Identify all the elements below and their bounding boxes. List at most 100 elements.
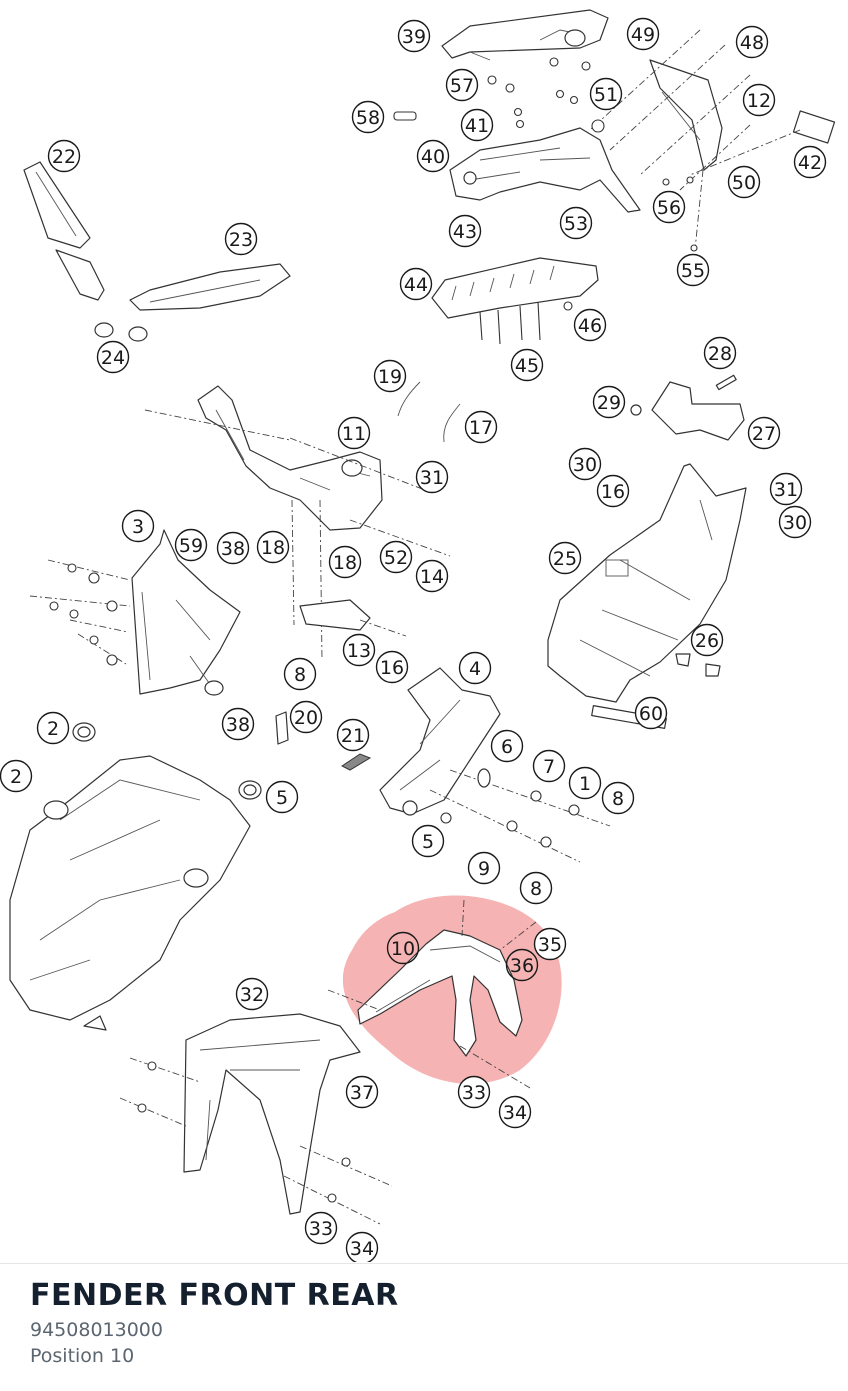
callout-43[interactable]: 43 bbox=[448, 214, 482, 248]
callout-32[interactable]: 32 bbox=[235, 977, 269, 1011]
callout-38[interactable]: 38 bbox=[216, 531, 250, 565]
callout-13[interactable]: 13 bbox=[342, 633, 376, 667]
callout-9[interactable]: 9 bbox=[467, 851, 501, 885]
callout-36[interactable]: 36 bbox=[505, 948, 539, 982]
svg-text:29: 29 bbox=[597, 392, 621, 414]
svg-text:21: 21 bbox=[341, 725, 365, 747]
callout-34[interactable]: 34 bbox=[345, 1231, 379, 1263]
callout-60[interactable]: 60 bbox=[634, 696, 668, 730]
callout-6[interactable]: 6 bbox=[490, 729, 524, 763]
callout-12[interactable]: 12 bbox=[742, 83, 776, 117]
callout-26[interactable]: 26 bbox=[690, 623, 724, 657]
callout-30[interactable]: 30 bbox=[568, 447, 602, 481]
callout-52[interactable]: 52 bbox=[379, 540, 413, 574]
callout-38[interactable]: 38 bbox=[221, 707, 255, 741]
svg-text:43: 43 bbox=[453, 221, 477, 243]
callout-40[interactable]: 40 bbox=[416, 139, 450, 173]
svg-text:2: 2 bbox=[47, 718, 59, 740]
callout-50[interactable]: 50 bbox=[727, 165, 761, 199]
callout-4[interactable]: 4 bbox=[458, 651, 492, 685]
callout-29[interactable]: 29 bbox=[592, 385, 626, 419]
svg-text:34: 34 bbox=[503, 1102, 527, 1124]
callout-56[interactable]: 56 bbox=[652, 190, 686, 224]
callout-25[interactable]: 25 bbox=[548, 541, 582, 575]
callout-7[interactable]: 7 bbox=[532, 749, 566, 783]
callout-10[interactable]: 10 bbox=[386, 931, 420, 965]
callout-3[interactable]: 3 bbox=[121, 509, 155, 543]
callout-48[interactable]: 48 bbox=[735, 25, 769, 59]
callout-21[interactable]: 21 bbox=[336, 718, 370, 752]
svg-text:57: 57 bbox=[450, 75, 474, 97]
svg-text:48: 48 bbox=[740, 32, 764, 54]
callout-18[interactable]: 18 bbox=[328, 545, 362, 579]
callout-16[interactable]: 16 bbox=[596, 474, 630, 508]
svg-text:41: 41 bbox=[465, 115, 489, 137]
svg-text:38: 38 bbox=[221, 538, 245, 560]
svg-text:3: 3 bbox=[132, 516, 144, 538]
callout-34[interactable]: 34 bbox=[498, 1095, 532, 1129]
svg-text:31: 31 bbox=[774, 479, 798, 501]
reflector-plate bbox=[792, 110, 836, 144]
callout-33[interactable]: 33 bbox=[457, 1075, 491, 1109]
callout-24[interactable]: 24 bbox=[96, 340, 130, 374]
callout-39[interactable]: 39 bbox=[397, 19, 431, 53]
callout-58[interactable]: 58 bbox=[351, 100, 385, 134]
callout-1[interactable]: 1 bbox=[568, 766, 602, 800]
callout-44[interactable]: 44 bbox=[399, 267, 433, 301]
callout-11[interactable]: 11 bbox=[337, 416, 371, 450]
callout-45[interactable]: 45 bbox=[510, 348, 544, 382]
clips-26 bbox=[675, 653, 721, 677]
callout-5[interactable]: 5 bbox=[411, 824, 445, 858]
callout-19[interactable]: 19 bbox=[373, 359, 407, 393]
callout-53[interactable]: 53 bbox=[559, 206, 593, 240]
callout-2[interactable]: 2 bbox=[0, 759, 33, 793]
callout-22[interactable]: 22 bbox=[47, 139, 81, 173]
callout-33[interactable]: 33 bbox=[304, 1211, 338, 1245]
rear-chain-guard bbox=[431, 257, 599, 345]
callout-37[interactable]: 37 bbox=[345, 1075, 379, 1109]
callout-8[interactable]: 8 bbox=[519, 871, 553, 905]
callout-17[interactable]: 17 bbox=[464, 410, 498, 444]
svg-text:44: 44 bbox=[404, 274, 428, 296]
svg-text:51: 51 bbox=[594, 84, 618, 106]
callout-57[interactable]: 57 bbox=[445, 68, 479, 102]
part-info-footer: FENDER FRONT REAR 94508013000 Position 1… bbox=[0, 1263, 848, 1391]
callout-2[interactable]: 2 bbox=[36, 711, 70, 745]
callout-31[interactable]: 31 bbox=[415, 460, 449, 494]
headlight-bracket bbox=[131, 529, 241, 696]
callout-28[interactable]: 28 bbox=[703, 336, 737, 370]
callout-23[interactable]: 23 bbox=[224, 222, 258, 256]
callout-59[interactable]: 59 bbox=[174, 528, 208, 562]
callout-18[interactable]: 18 bbox=[256, 530, 290, 564]
svg-text:31: 31 bbox=[420, 467, 444, 489]
callout-35[interactable]: 35 bbox=[533, 927, 567, 961]
bracket-13 bbox=[299, 599, 407, 637]
svg-text:1: 1 bbox=[579, 773, 591, 795]
svg-text:17: 17 bbox=[469, 417, 493, 439]
svg-text:39: 39 bbox=[402, 26, 426, 48]
svg-text:9: 9 bbox=[478, 858, 490, 880]
callout-46[interactable]: 46 bbox=[573, 308, 607, 342]
svg-text:18: 18 bbox=[333, 552, 357, 574]
callout-41[interactable]: 41 bbox=[460, 108, 494, 142]
svg-text:11: 11 bbox=[342, 423, 366, 445]
callout-55[interactable]: 55 bbox=[676, 253, 710, 287]
callout-14[interactable]: 14 bbox=[415, 559, 449, 593]
svg-text:26: 26 bbox=[695, 630, 719, 652]
callout-31[interactable]: 31 bbox=[769, 472, 803, 506]
svg-text:53: 53 bbox=[564, 213, 588, 235]
callout-8[interactable]: 8 bbox=[283, 657, 317, 691]
callout-5[interactable]: 5 bbox=[265, 780, 299, 814]
callout-20[interactable]: 20 bbox=[289, 700, 323, 734]
callout-49[interactable]: 49 bbox=[626, 17, 660, 51]
svg-text:25: 25 bbox=[553, 548, 577, 570]
callout-51[interactable]: 51 bbox=[589, 77, 623, 111]
svg-text:2: 2 bbox=[10, 766, 22, 788]
callout-27[interactable]: 27 bbox=[747, 416, 781, 450]
svg-text:36: 36 bbox=[510, 955, 534, 977]
svg-text:16: 16 bbox=[380, 657, 404, 679]
callout-8[interactable]: 8 bbox=[601, 781, 635, 815]
callout-16[interactable]: 16 bbox=[375, 650, 409, 684]
callout-30[interactable]: 30 bbox=[778, 505, 812, 539]
callout-42[interactable]: 42 bbox=[793, 145, 827, 179]
